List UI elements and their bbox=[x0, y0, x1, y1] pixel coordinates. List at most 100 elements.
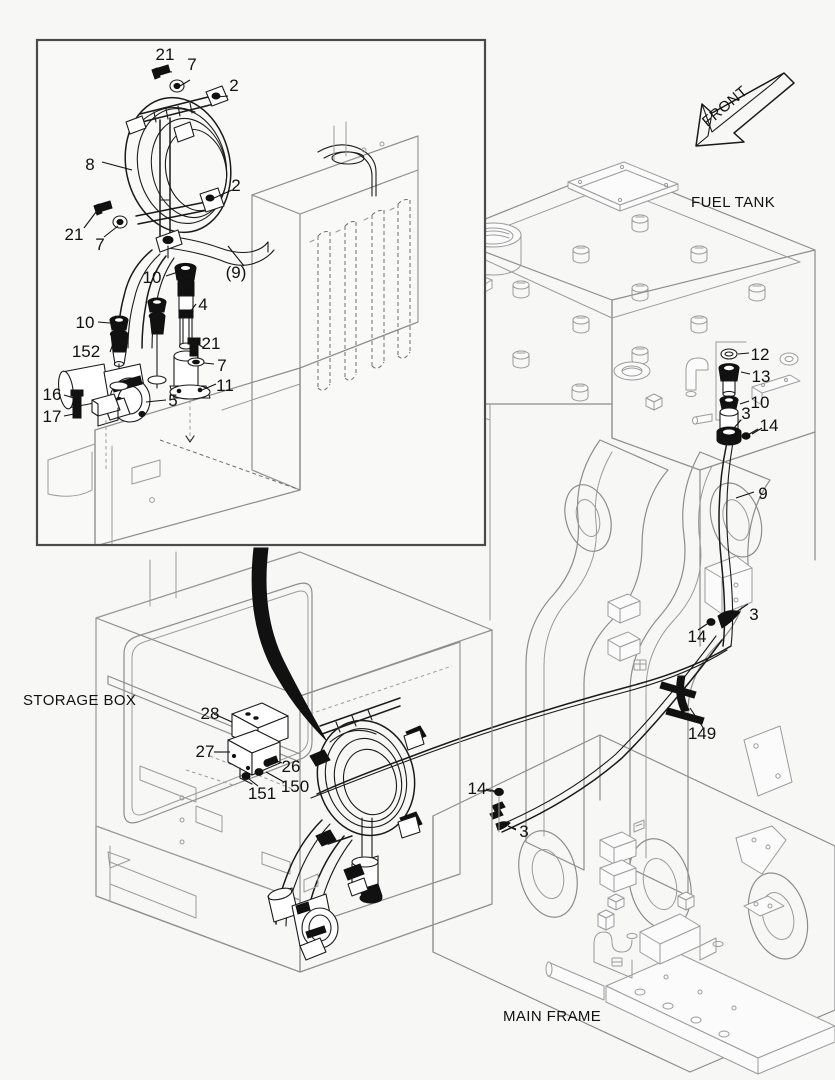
fuel-tank-body bbox=[442, 161, 816, 647]
cooler-mount-tabs bbox=[309, 725, 427, 847]
main-view-fuel-pump bbox=[267, 887, 339, 961]
main-frame-structure bbox=[432, 439, 835, 1075]
main-frame-side-plate bbox=[743, 725, 793, 797]
center-pivot-bracket bbox=[704, 555, 753, 615]
inset-part-21-bolt-right bbox=[187, 337, 201, 357]
hose-coil-ring bbox=[316, 719, 416, 837]
fuel-tank-drain-port bbox=[613, 361, 651, 381]
detail-inset-content bbox=[47, 64, 419, 544]
callout-10-b: 10 bbox=[76, 313, 95, 332]
main-frame-bolt-posts bbox=[607, 891, 724, 948]
callout-14-b: 14 bbox=[688, 627, 707, 646]
inset-part-10-nut-a bbox=[109, 315, 129, 331]
callout-149: 149 bbox=[688, 724, 716, 743]
callout-10-a: 10 bbox=[143, 268, 162, 287]
main-frame-label: MAIN FRAME bbox=[503, 1008, 601, 1025]
part-12-oring bbox=[720, 348, 738, 360]
callout-10-c: 10 bbox=[751, 393, 770, 412]
callout-21-c: 21 bbox=[202, 334, 221, 353]
inset-part-17-nut bbox=[72, 409, 82, 419]
callout-9-paren: (9) bbox=[226, 263, 247, 282]
inset-clamp-ring-assembly bbox=[93, 64, 232, 259]
part-14-clamp bbox=[741, 428, 759, 440]
fuel-tank-elbow-pipe bbox=[685, 357, 709, 397]
fuel-tank-bosses bbox=[454, 214, 766, 402]
callout-3-b: 3 bbox=[749, 605, 758, 624]
part-150-washer bbox=[254, 768, 264, 776]
part-3-joint-mid bbox=[717, 603, 749, 629]
callout-12: 12 bbox=[751, 345, 770, 364]
callout-28: 28 bbox=[201, 704, 220, 723]
callout-9: 9 bbox=[758, 484, 767, 503]
callout-3-a: 3 bbox=[741, 404, 750, 423]
callout-151: 151 bbox=[248, 784, 276, 803]
main-frame-clip-bracket-b bbox=[639, 913, 717, 965]
callout-7-b: 7 bbox=[95, 235, 104, 254]
callout-27: 27 bbox=[196, 742, 215, 761]
inset-part-7-washer-upper bbox=[169, 79, 185, 93]
part-3-hose-end bbox=[716, 407, 742, 446]
callout-21-a: 21 bbox=[156, 45, 175, 64]
callout-7-c: 7 bbox=[217, 356, 226, 375]
inset-part-7-washer-right bbox=[187, 357, 205, 367]
inset-callout-band bbox=[251, 547, 327, 741]
main-frame-lugs bbox=[607, 593, 641, 662]
fuel-tank-side-boss bbox=[779, 352, 799, 366]
fuel-tank-outlet-fitting-group bbox=[685, 341, 801, 446]
main-view-hose-clamp bbox=[343, 863, 365, 881]
fuel-tank-label: FUEL TANK bbox=[691, 194, 775, 211]
main-frame-manifold-bar bbox=[605, 953, 835, 1075]
inset-part-7-washer-lower bbox=[112, 215, 128, 229]
callout-8: 8 bbox=[85, 155, 94, 174]
fuel-tank-access-plate bbox=[567, 161, 679, 212]
main-view-filter-foot bbox=[347, 877, 369, 897]
callout-leaders bbox=[63, 69, 763, 830]
callout-150: 150 bbox=[281, 777, 309, 796]
fuel-hose-routing bbox=[310, 441, 749, 833]
callout-152: 152 bbox=[72, 342, 100, 361]
main-frame-right-plates bbox=[735, 825, 787, 917]
part-149-clamp bbox=[659, 675, 705, 730]
callout-layer: 21 7 2 8 2 21 7 (9) 10 4 10 152 21 7 11 … bbox=[43, 45, 779, 841]
storage-box-label: STORAGE BOX bbox=[23, 692, 136, 709]
inset-part-152-fitting bbox=[109, 329, 129, 367]
main-assembly-view bbox=[95, 161, 835, 1075]
boom-arm-left bbox=[518, 439, 669, 918]
callout-16: 16 bbox=[43, 385, 62, 404]
storage-box-relay-assembly bbox=[185, 702, 289, 787]
callout-21-b: 21 bbox=[65, 225, 84, 244]
callout-14-a: 14 bbox=[760, 416, 779, 435]
part-26-bolt bbox=[263, 755, 279, 767]
inset-part-11-bracket bbox=[169, 350, 211, 443]
part-27-bracket bbox=[227, 729, 281, 785]
inset-part-4-element bbox=[177, 278, 195, 350]
part-151-nut bbox=[241, 772, 251, 780]
callout-11: 11 bbox=[216, 376, 234, 395]
callout-7-a: 7 bbox=[187, 55, 196, 74]
callout-3-c: 3 bbox=[519, 822, 528, 841]
main-frame-blocks bbox=[599, 831, 637, 893]
main-frame-clip-bracket-a bbox=[593, 909, 633, 979]
fuel-tank-stub-pipe bbox=[692, 413, 713, 425]
inset-part-10-nut-b bbox=[147, 297, 167, 313]
fuel-tank-small-block bbox=[645, 393, 663, 411]
callout-13: 13 bbox=[752, 367, 771, 386]
main-view-cooler-assembly bbox=[267, 641, 461, 961]
inset-part-9-hose bbox=[167, 235, 275, 267]
callout-2-b: 2 bbox=[231, 176, 240, 195]
inset-cabinet-body bbox=[47, 367, 301, 544]
fuel-tank-mount-bracket bbox=[751, 374, 801, 406]
part-10-nut bbox=[719, 395, 739, 410]
callout-2-a: 2 bbox=[229, 76, 238, 95]
inset-part-10-nut-c bbox=[174, 262, 197, 281]
callout-5: 5 bbox=[168, 391, 177, 410]
callout-26: 26 bbox=[282, 757, 301, 776]
part-14-clip-mid bbox=[697, 618, 716, 631]
inset-fitting-stack-left bbox=[109, 315, 129, 401]
detail-inset-panel bbox=[35, 38, 487, 547]
callout-4: 4 bbox=[198, 295, 207, 314]
callout-17: 17 bbox=[43, 407, 62, 426]
callout-14-c: 14 bbox=[468, 779, 487, 798]
